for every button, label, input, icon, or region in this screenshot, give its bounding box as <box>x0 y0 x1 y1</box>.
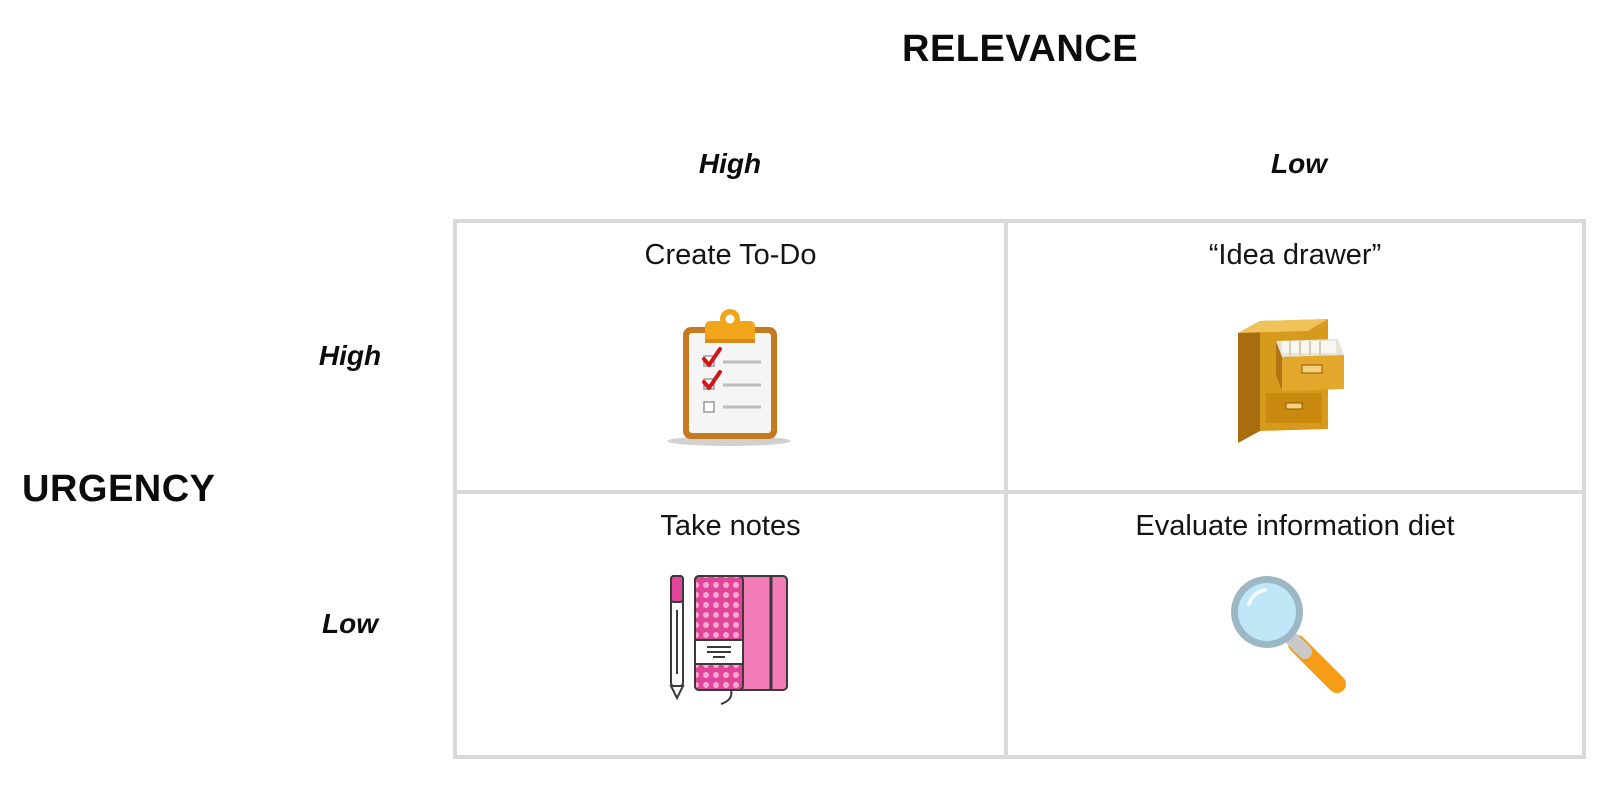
cell-low-urgency-high-relevance: Take notes <box>457 494 1004 755</box>
filing-cabinet-icon <box>1238 319 1344 443</box>
urgency-low-label: Low <box>322 608 378 639</box>
cell-label-evaluate-information-diet: Evaluate information diet <box>1135 510 1455 542</box>
clipboard-checklist-icon <box>666 309 791 446</box>
urgency-axis-title: URGENCY <box>22 468 216 510</box>
notebook-pen-icon <box>668 575 788 705</box>
urgency-high-label: High <box>318 340 382 371</box>
matrix-grid <box>453 219 1586 759</box>
cell-label-create-todo: Create To-Do <box>644 239 817 271</box>
cell-high-urgency-high-relevance: Create To-Do <box>457 223 1004 490</box>
cell-label-take-notes: Take notes <box>660 510 801 542</box>
magnifying-glass-icon <box>1231 576 1346 693</box>
relevance-high-label: High <box>698 148 762 179</box>
cell-low-urgency-low-relevance: Evaluate information diet <box>1008 494 1582 755</box>
matrix-vertical-divider <box>1004 219 1008 759</box>
relevance-low-label: Low <box>1271 148 1327 179</box>
relevance-axis-title: RELEVANCE <box>902 28 1139 70</box>
cell-high-urgency-low-relevance: “Idea drawer” <box>1008 223 1582 490</box>
matrix-horizontal-divider <box>453 490 1586 494</box>
cell-label-idea-drawer: “Idea drawer” <box>1208 239 1382 271</box>
